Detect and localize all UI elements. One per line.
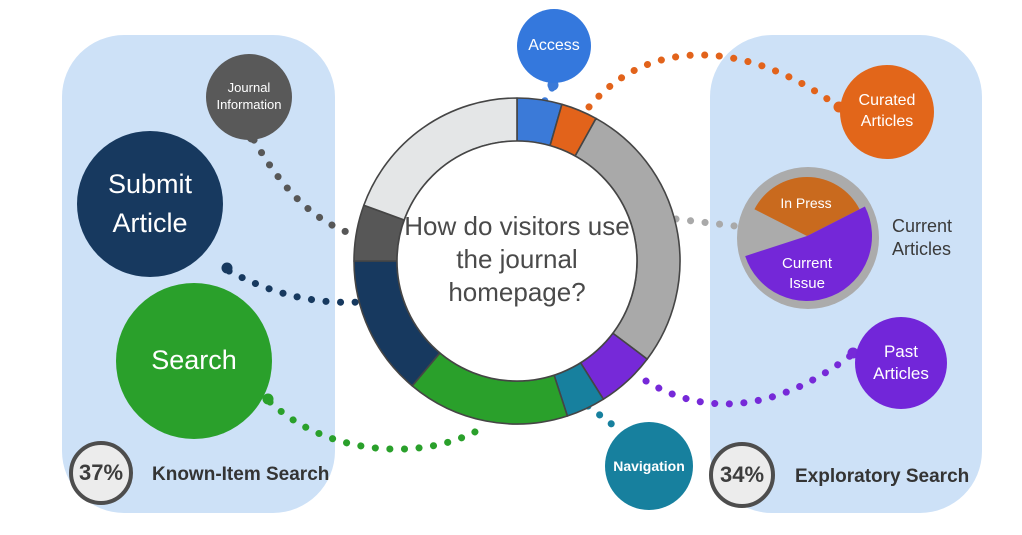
pie-label-in-press: In Press bbox=[780, 195, 832, 211]
label-exploratory-search: Exploratory Search bbox=[795, 466, 970, 487]
bubble-journal-information-line1: Journal bbox=[227, 80, 271, 96]
donut-question-line3: homepage? bbox=[448, 276, 586, 307]
connector-current-articles bbox=[672, 215, 739, 230]
bubble-past-articles: Past Articles bbox=[855, 317, 947, 409]
pie-label-current-issue: Current Issue bbox=[767, 254, 847, 293]
bubble-search: Search bbox=[116, 283, 272, 439]
mini-pie-slice-in-press bbox=[754, 177, 860, 236]
connector-journal-information bbox=[250, 136, 356, 238]
bubble-submit-article: Submit Article bbox=[77, 131, 223, 277]
bubble-curated-articles-line1: Curated bbox=[858, 92, 916, 110]
mini-pie-slice-current-issue bbox=[745, 206, 873, 302]
bubble-past-articles-line2: Articles bbox=[873, 364, 929, 383]
bubble-curated-articles: Curated Articles bbox=[840, 65, 934, 159]
donut-inner-circle bbox=[396, 140, 638, 382]
caption-current-articles-line2: Articles bbox=[892, 238, 952, 259]
bubble-search-label: Search bbox=[151, 345, 237, 376]
bubble-access: Access bbox=[517, 9, 591, 83]
bubble-curated-articles-line2: Articles bbox=[860, 113, 914, 130]
connector-anchor-search bbox=[262, 393, 274, 405]
caption-current-articles-line1: Current bbox=[892, 216, 953, 236]
pie-label-current-issue-line2: Issue bbox=[789, 274, 825, 292]
badge-exploratory-percent-value: 34% bbox=[719, 462, 765, 487]
connector-past-articles bbox=[642, 352, 854, 408]
connector-anchor-submit-article bbox=[221, 262, 233, 274]
pie-label-current-issue-line1: Current bbox=[781, 255, 833, 272]
badge-known-item-percent-value: 37% bbox=[78, 460, 124, 485]
bubble-navigation: Navigation bbox=[605, 422, 693, 510]
bubble-submit-article-line2: Article bbox=[112, 208, 188, 238]
bubble-submit-article-line1: Submit bbox=[107, 168, 193, 199]
bubble-past-articles-line1: Past bbox=[883, 341, 918, 361]
donut-question-line1: How do visitors bbox=[404, 211, 581, 241]
label-known-item-search: Known-Item Search bbox=[152, 464, 330, 485]
connector-submit-article bbox=[225, 267, 364, 306]
bubble-access-label: Access bbox=[528, 36, 580, 54]
badge-known-item-percent: 37% bbox=[69, 441, 133, 505]
connector-curated-articles bbox=[585, 51, 840, 111]
donut-question-line2: use the journal bbox=[456, 211, 630, 274]
caption-current-articles: Current Articles bbox=[892, 215, 952, 260]
bubble-navigation-label: Navigation bbox=[613, 457, 685, 474]
donut-center-question: How do visitors use the journal homepage… bbox=[397, 210, 637, 308]
connector-search bbox=[266, 398, 491, 453]
badge-exploratory-percent: 34% bbox=[709, 442, 775, 508]
bubble-journal-information: Journal Information bbox=[206, 54, 292, 140]
connector-navigation bbox=[584, 402, 622, 433]
bubble-journal-information-line2: Information bbox=[216, 97, 282, 112]
